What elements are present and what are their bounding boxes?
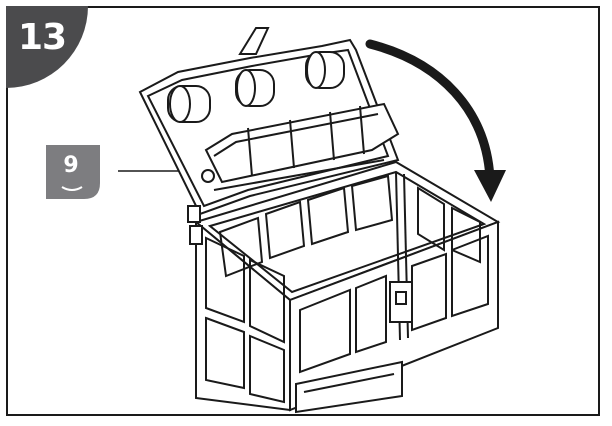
callout-badge-shape [46, 145, 100, 199]
basket-body [187, 160, 501, 414]
step-number: 13 [18, 17, 67, 58]
callout-9: 9 [44, 143, 102, 201]
basket-lid [138, 27, 400, 216]
curved-arrow-icon [365, 39, 506, 202]
callout-label: 9 [63, 153, 79, 178]
step-badge: 13 [6, 6, 88, 88]
